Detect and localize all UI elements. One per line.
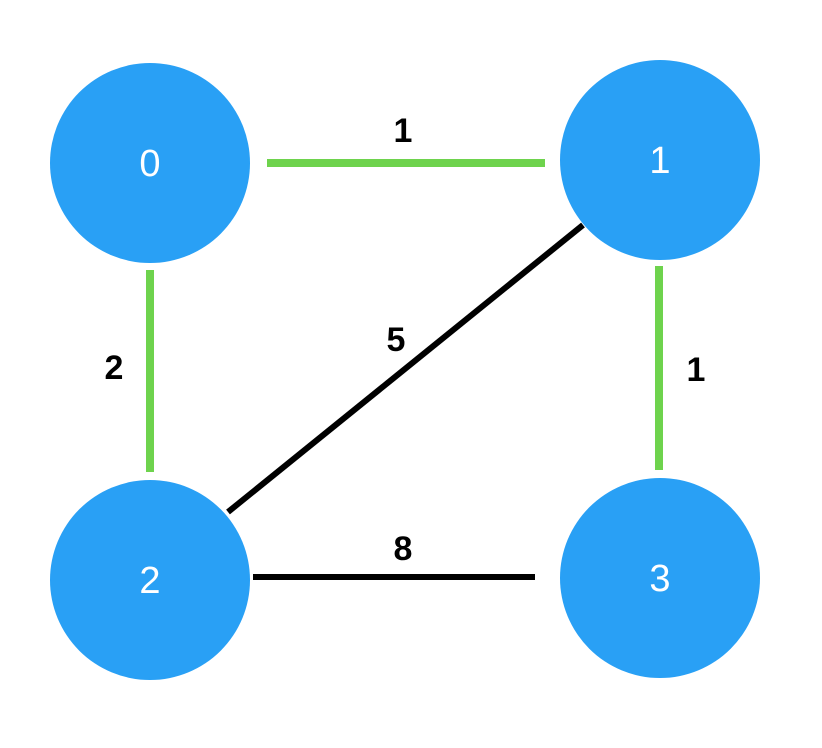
node-circle-0[interactable]	[50, 63, 250, 263]
node-circle-2[interactable]	[50, 480, 250, 680]
node-label-2: 2	[139, 560, 160, 602]
edge-weight-label-1-3: 1	[687, 351, 706, 389]
graph-node-1[interactable]: 1	[560, 60, 760, 260]
graph-node-2[interactable]: 2	[50, 480, 250, 680]
edge-labels-layer: 1 2 1 5 8	[105, 112, 706, 568]
graph-edge-1-2[interactable]	[226, 222, 585, 515]
edge-weight-label-1-2: 5	[387, 321, 406, 359]
graph-node-3[interactable]: 3	[560, 478, 760, 678]
graph-node-0[interactable]: 0	[50, 63, 250, 263]
edge-weight-label-2-3: 8	[394, 530, 413, 568]
node-circle-3[interactable]	[560, 478, 760, 678]
edge-weight-label-0-2: 2	[105, 349, 124, 387]
edge-weight-label-0-1: 1	[394, 112, 413, 150]
node-label-0: 0	[139, 143, 160, 185]
node-label-3: 3	[649, 558, 670, 600]
nodes-layer: 0 1 2 3	[50, 60, 760, 680]
edges-layer	[146, 159, 663, 580]
node-circle-1[interactable]	[560, 60, 760, 260]
node-label-1: 1	[649, 140, 670, 182]
